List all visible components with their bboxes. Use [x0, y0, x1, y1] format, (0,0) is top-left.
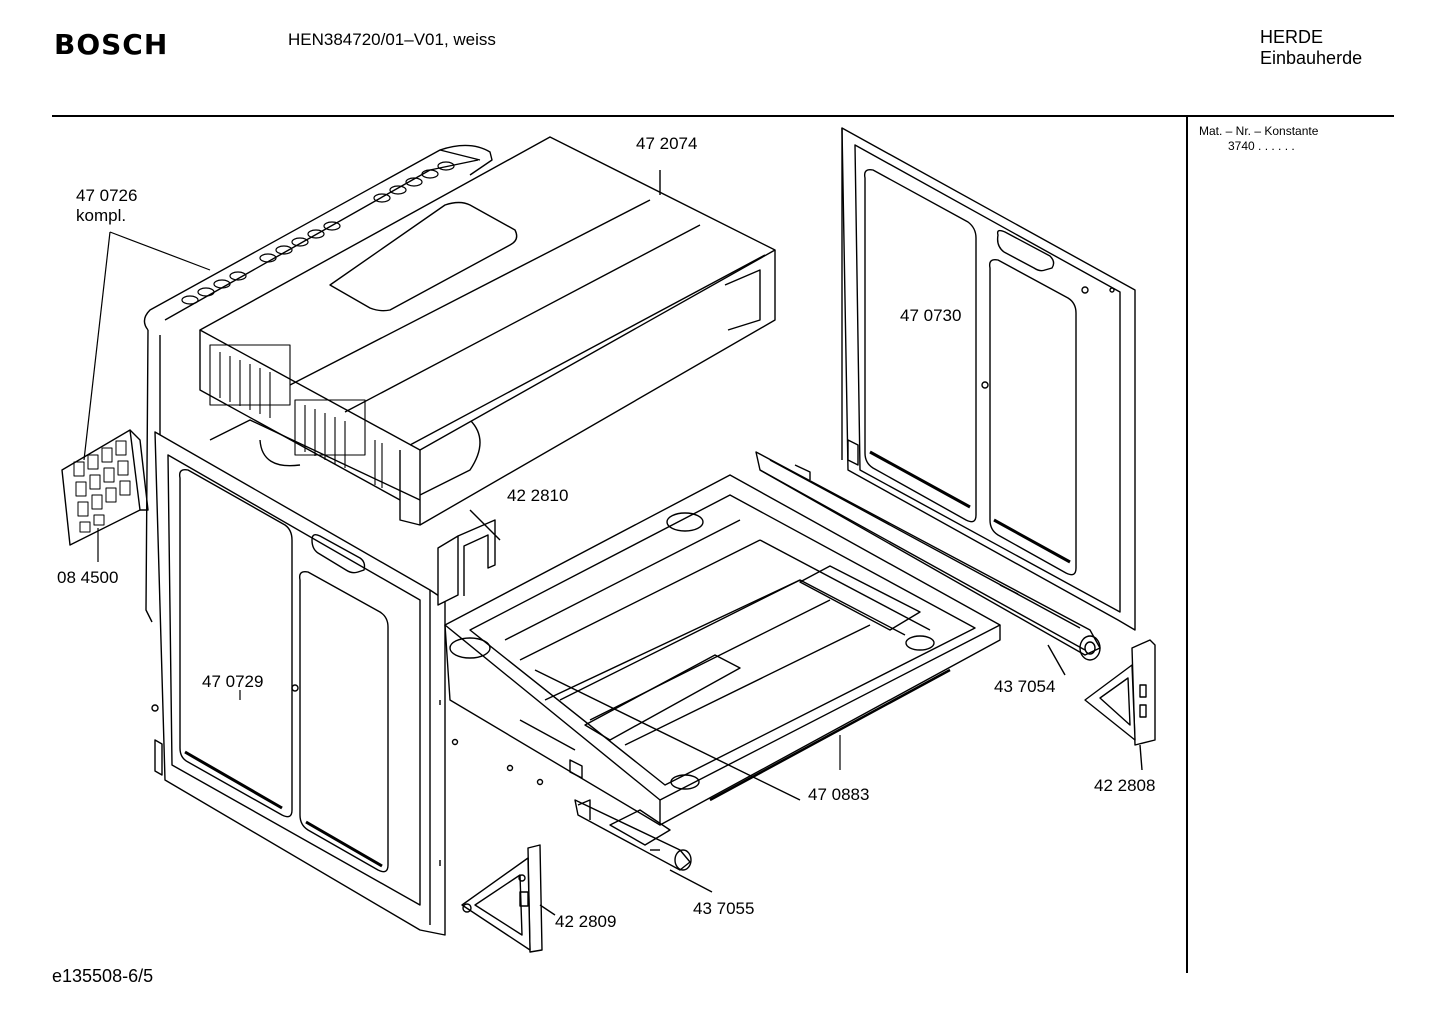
bracket-422808-part	[1084, 639, 1156, 771]
part-note-470726: kompl.	[76, 206, 127, 225]
part-label-470726: 47 0726 kompl.	[76, 186, 137, 226]
left-side-panel-part	[151, 431, 446, 936]
part-label-470883: 47 0883	[808, 785, 870, 804]
oven-housing	[143, 144, 493, 623]
part-label-422809: 42 2809	[555, 912, 617, 931]
part-number-470726: 47 0726	[76, 186, 138, 205]
part-label-470729: 47 0729	[202, 672, 264, 691]
part-label-470730: 47 0730	[900, 306, 962, 325]
category-subtitle: Einbauherde	[1260, 48, 1363, 68]
model-number: HEN384720/01–V01, weiss	[288, 30, 496, 49]
part-label-084500: 08 4500	[57, 568, 119, 587]
rail-left-part	[574, 799, 713, 893]
sidebar-divider	[1186, 117, 1188, 973]
top-cover-part	[199, 136, 776, 526]
part-label-422810: 42 2810	[507, 486, 569, 505]
part-label-437055: 43 7055	[693, 899, 755, 918]
material-constant-label: Mat. – Nr. – Konstante	[1199, 124, 1319, 138]
header-divider	[52, 115, 1394, 117]
grille-part	[61, 429, 149, 562]
part-label-437054: 43 7054	[994, 677, 1056, 696]
category-title: HERDE	[1260, 27, 1324, 47]
category-block: HERDE Einbauherde	[1260, 27, 1362, 69]
right-side-panel-part	[841, 127, 1136, 631]
drawing-id: e135508-6/5	[52, 966, 154, 986]
part-label-472074: 47 2074	[636, 134, 698, 153]
material-constant: Mat. – Nr. – Konstante 3740 . . . . . .	[1199, 124, 1318, 154]
brand-logo: BOSCH	[54, 28, 169, 61]
material-constant-value: 3740 . . . . . .	[1228, 139, 1295, 153]
bottom-frame-part	[444, 474, 1001, 826]
rail-right-part	[755, 451, 1101, 676]
leader-lines-470726	[83, 231, 211, 461]
bracket-422809-part	[461, 844, 556, 953]
bracket-422810-part	[437, 509, 501, 606]
part-label-422808: 42 2808	[1094, 776, 1156, 795]
